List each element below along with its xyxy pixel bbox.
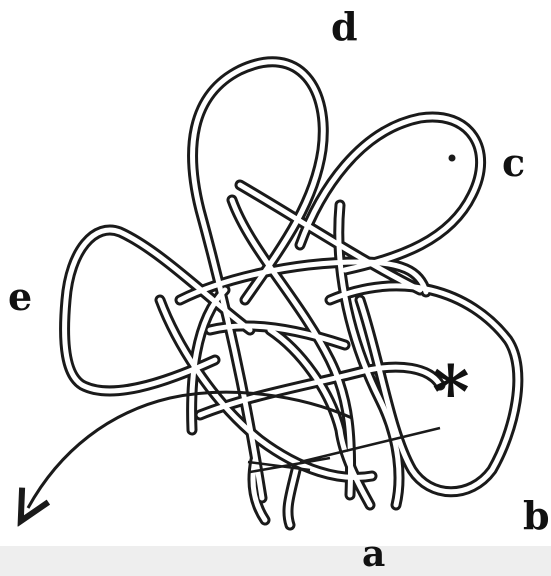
loop-c-dot [449, 155, 456, 162]
label-e: e [8, 278, 32, 316]
label-a: a [362, 536, 385, 572]
label-d: d [331, 8, 358, 46]
label-b: b [523, 497, 550, 535]
rope-strand-3 [65, 230, 250, 391]
rope-strand-9 [270, 330, 370, 505]
asterisk-mark: * [432, 356, 470, 428]
label-c: c [502, 144, 525, 182]
rope-strand-2 [330, 286, 518, 492]
